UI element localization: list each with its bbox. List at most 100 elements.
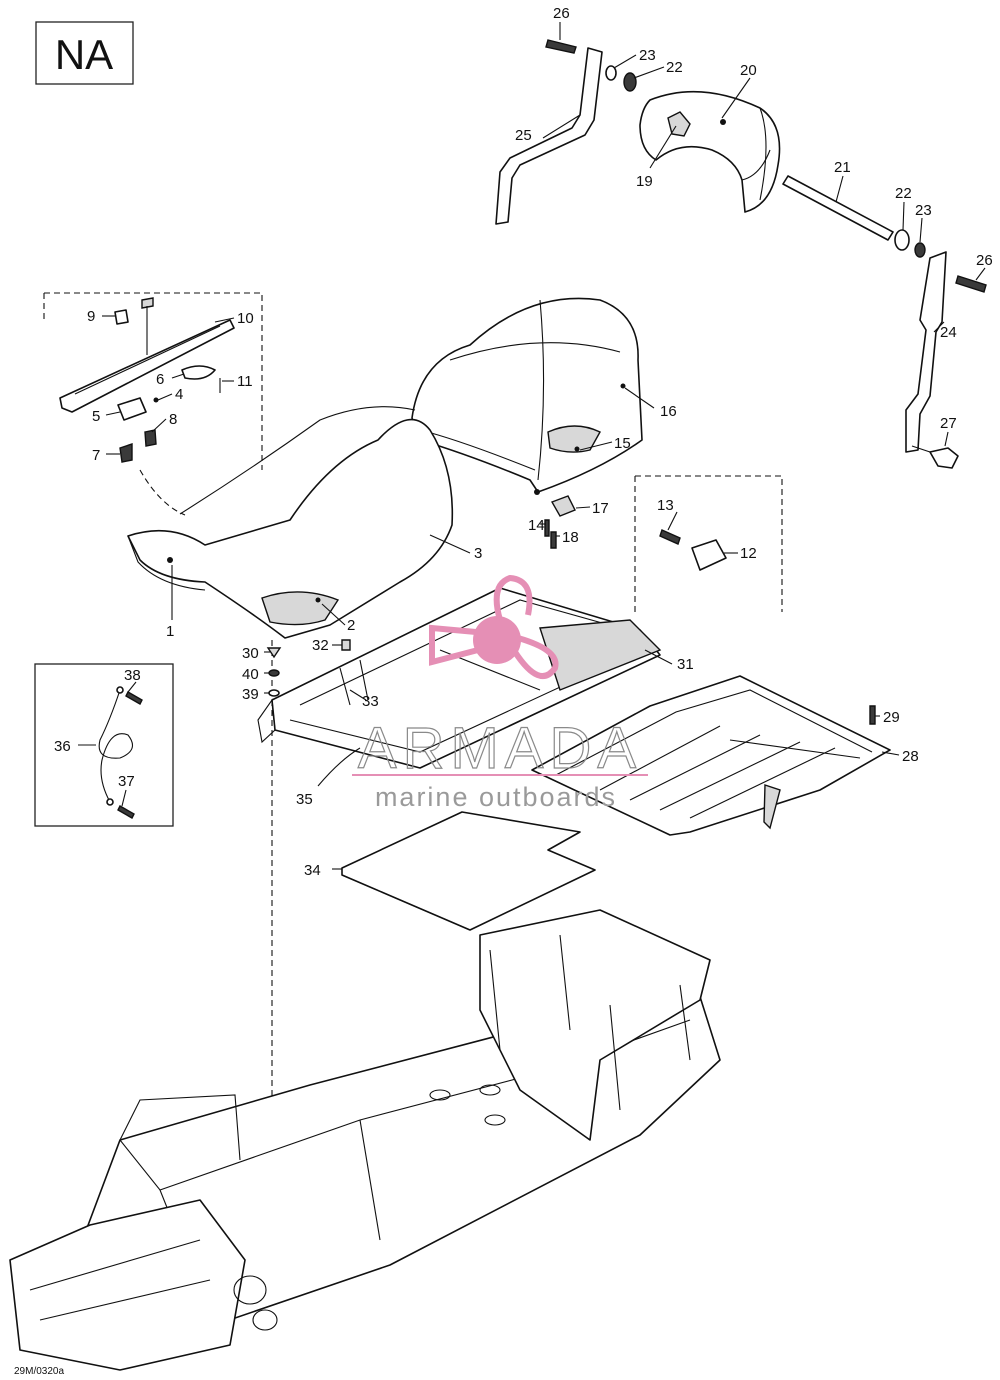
screw-7 [119, 443, 133, 463]
callout-27: 27 [940, 415, 957, 432]
callout-15: 15 [614, 435, 631, 452]
backrest-rod [782, 175, 894, 241]
washer-22-left [623, 72, 637, 92]
callout-22b: 22 [895, 185, 912, 202]
floor-mat [341, 811, 596, 931]
seat-grip-left [547, 425, 601, 453]
screw-13 [659, 529, 681, 545]
lever-10 [59, 319, 235, 413]
callout-37-num: 37 [118, 773, 135, 790]
callout-9: 9 [87, 308, 95, 325]
propeller-blade-top [493, 574, 533, 621]
rear-bracket [257, 587, 662, 769]
drawing-code: 29M/0320a [14, 1366, 64, 1377]
callout-24: 24 [940, 324, 957, 341]
callout-5: 5 [92, 408, 100, 425]
callout-38-num: 38 [124, 667, 141, 684]
pin-29 [869, 705, 876, 725]
callout-11: 11 [237, 373, 253, 390]
callouts: 26 23 22 20 25 19 21 22 23 26 24 27 16 1… [54, 5, 993, 879]
washer-23-left [605, 65, 617, 81]
callout-6: 6 [156, 371, 164, 388]
left-backrest-bracket [495, 47, 603, 225]
clamp-12 [691, 539, 727, 571]
callout-29: 29 [883, 709, 900, 726]
callout-35: 35 [296, 791, 313, 808]
watermark-name: ARMADA [358, 716, 642, 781]
knob-27 [929, 447, 959, 469]
chassis-frame [9, 909, 721, 1371]
callout-39: 39 [242, 686, 259, 703]
bolt-top-left [545, 39, 577, 54]
backrest-pad [639, 90, 781, 213]
callout-23a: 23 [639, 47, 656, 64]
backrest-assembly [495, 39, 987, 469]
luggage-rack [531, 675, 891, 836]
watermark-tagline: marine outboards [375, 782, 617, 812]
callout-3: 3 [474, 545, 482, 562]
callout-7: 7 [92, 447, 100, 464]
cable-36 [98, 689, 134, 803]
callout-18: 18 [562, 529, 579, 546]
callout-8: 8 [169, 411, 177, 428]
callout-13: 13 [657, 497, 674, 514]
washer-39 [268, 689, 280, 697]
bolt-right [955, 275, 987, 293]
callout-40: 40 [242, 666, 259, 683]
callout-26a: 26 [553, 5, 570, 22]
cable-detail [98, 686, 143, 819]
clamp-detail [659, 529, 727, 571]
cap-10 [141, 297, 154, 309]
region-badge-label: NA [55, 31, 113, 78]
right-backrest-bracket [905, 251, 947, 453]
washer-23-right [914, 242, 926, 258]
callout-31: 31 [677, 656, 694, 673]
callout-30: 30 [242, 645, 259, 662]
spring-6 [181, 365, 216, 380]
callout-23b: 23 [915, 202, 932, 219]
screw-37 [117, 805, 135, 819]
propeller-blade-left [429, 624, 479, 666]
screw-18 [550, 531, 557, 549]
washer-40 [268, 669, 280, 677]
callout-20: 20 [740, 62, 757, 79]
callout-10: 10 [237, 310, 254, 327]
callout-12: 12 [740, 545, 757, 562]
main-seat [127, 406, 454, 639]
pin-14 [544, 519, 550, 537]
callout-2: 2 [347, 617, 355, 634]
front-suspension [9, 1199, 246, 1371]
propeller-hub [473, 616, 521, 664]
detail-frames [34, 292, 783, 1100]
callout-16: 16 [660, 403, 677, 420]
passenger-seat [411, 297, 643, 495]
region-badge: NA [35, 21, 134, 85]
lever-detail [59, 297, 235, 463]
callout-26b: 26 [976, 252, 993, 269]
screw-8 [144, 429, 157, 447]
callout-36: 36 [54, 738, 71, 755]
fasteners [266, 495, 876, 725]
callout-28: 28 [902, 748, 919, 765]
callout-22a: 22 [666, 59, 683, 76]
propeller-blade-right [512, 635, 559, 680]
callout-14: 14 [528, 517, 545, 534]
mat [341, 811, 596, 931]
callout-33: 33 [362, 693, 379, 710]
washer-30 [266, 647, 282, 659]
screw-38 [125, 691, 143, 705]
nut-9 [114, 309, 129, 325]
propeller-logo [429, 574, 559, 680]
callout-25: 25 [515, 127, 532, 144]
callout-4: 4 [175, 386, 183, 403]
callout-21: 21 [834, 159, 851, 176]
seat-cushion [411, 297, 643, 493]
callout-34: 34 [304, 862, 321, 879]
callout-17: 17 [592, 500, 609, 517]
rear-carrier [479, 909, 711, 1141]
washer-22-right [894, 229, 910, 251]
leader-lines [78, 22, 986, 870]
callout-19: 19 [636, 173, 653, 190]
main-seat-body [127, 418, 454, 639]
